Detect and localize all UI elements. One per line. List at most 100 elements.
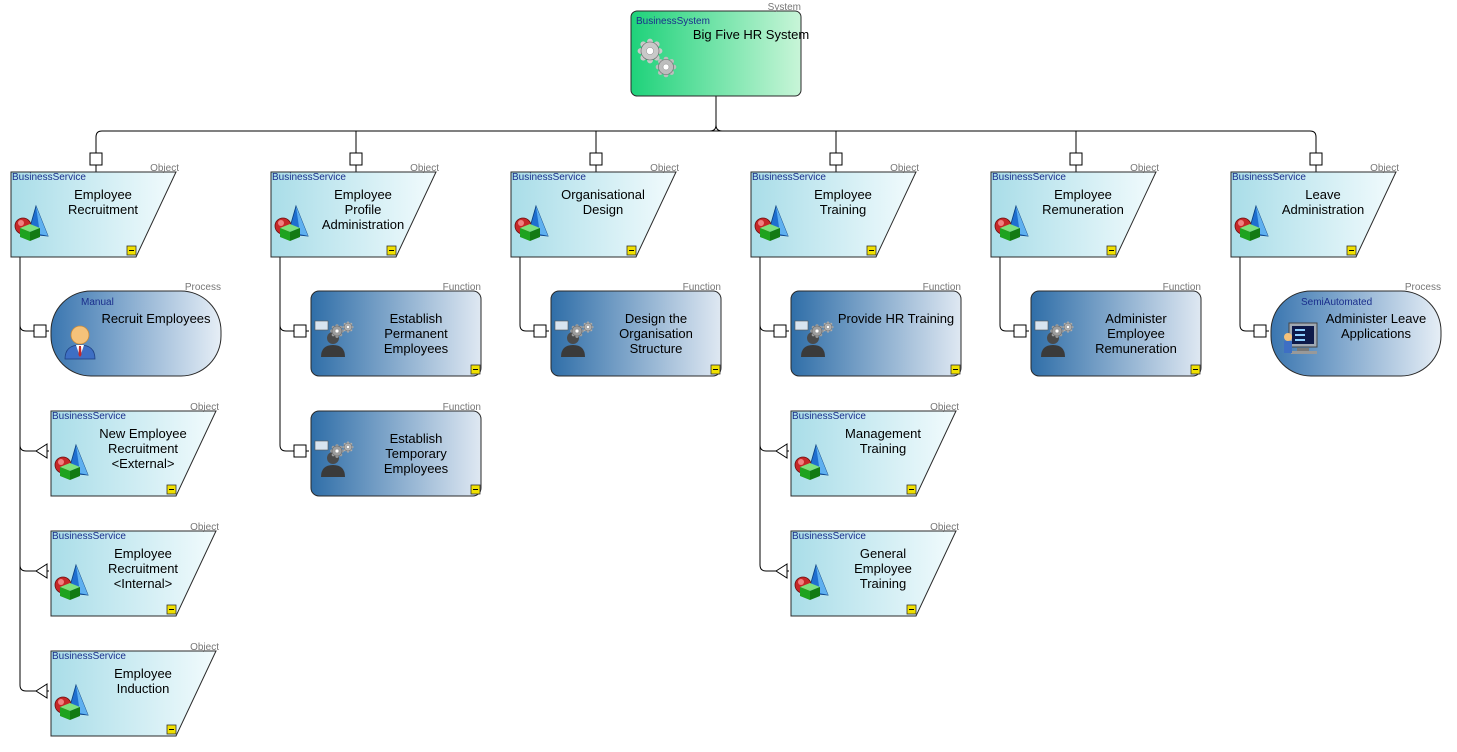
node-name-line: Establish bbox=[390, 311, 443, 326]
node-stereotype: BusinessService bbox=[272, 172, 346, 183]
node-name-line: Administration bbox=[322, 217, 404, 232]
node-name-line: Recruit Employees bbox=[101, 311, 211, 326]
collapse-marker bbox=[386, 245, 397, 256]
node-name-line: Leave bbox=[1305, 187, 1340, 202]
link-triangle bbox=[775, 563, 788, 579]
trunk-line bbox=[709, 124, 717, 132]
computer-icon bbox=[1284, 322, 1318, 354]
node-type: Object bbox=[890, 163, 919, 174]
node-name-line: Recruitment bbox=[108, 441, 178, 456]
node-name-line: Design bbox=[583, 202, 623, 217]
node-name-line: <Internal> bbox=[114, 576, 173, 591]
branch-line bbox=[1239, 324, 1269, 332]
link-square bbox=[773, 324, 787, 338]
node-name-line: Employee bbox=[1107, 326, 1165, 341]
service-node-employee-recruitment-internal: BusinessServiceObjectEmployeeRecruitment… bbox=[50, 522, 219, 617]
collapse-marker bbox=[166, 484, 177, 495]
branch-line bbox=[19, 684, 49, 692]
collapse-marker bbox=[906, 484, 917, 495]
business-service-icon bbox=[794, 563, 829, 600]
service-node-employee-profile-administration: BusinessServiceObjectEmployeeProfileAdmi… bbox=[270, 163, 439, 258]
node-name-line: Structure bbox=[630, 341, 683, 356]
node-name-line: Recruitment bbox=[68, 202, 138, 217]
node-name-line: Organisation bbox=[619, 326, 693, 341]
node-name-line: General bbox=[860, 546, 906, 561]
node-shape bbox=[790, 410, 957, 497]
node-name-line: Employee bbox=[814, 187, 872, 202]
collapse-marker bbox=[950, 364, 961, 375]
node-stereotype: BusinessService bbox=[992, 172, 1066, 183]
node-type: Object bbox=[190, 402, 219, 413]
node-name-line: Provide HR Training bbox=[838, 311, 954, 326]
business-service-icon bbox=[994, 204, 1029, 241]
node-type: System bbox=[768, 2, 801, 13]
node-name-line: Organisational bbox=[561, 187, 645, 202]
node-type: Function bbox=[1163, 282, 1201, 293]
business-service-icon bbox=[14, 204, 49, 241]
collapse-marker bbox=[1190, 364, 1201, 375]
collapse-marker bbox=[166, 724, 177, 735]
node-stereotype: BusinessService bbox=[52, 411, 126, 422]
collapse-marker bbox=[626, 245, 637, 256]
node-shape bbox=[50, 650, 217, 737]
gears-icon bbox=[637, 38, 677, 78]
node-shape bbox=[310, 410, 482, 497]
node-type: Object bbox=[650, 163, 679, 174]
node-name-line: Permanent bbox=[384, 326, 448, 341]
node-name-line: New Employee bbox=[99, 426, 186, 441]
business-service-icon bbox=[54, 563, 89, 600]
node-shape bbox=[1270, 290, 1442, 377]
node-type: Object bbox=[1130, 163, 1159, 174]
business-service-icon bbox=[54, 443, 89, 480]
node-name-line: Employee bbox=[114, 666, 172, 681]
function-gears-icon bbox=[314, 320, 354, 357]
link-square bbox=[533, 324, 547, 338]
node-type: Object bbox=[1370, 163, 1399, 174]
node-name-line: Employee bbox=[1054, 187, 1112, 202]
collapse-marker bbox=[906, 604, 917, 615]
function-gears-icon bbox=[1034, 320, 1074, 357]
node-shape bbox=[510, 171, 677, 258]
node-shape bbox=[630, 10, 802, 97]
node-name-line: Induction bbox=[117, 681, 170, 696]
bus-line bbox=[95, 130, 1317, 138]
collapse-marker bbox=[1106, 245, 1117, 256]
node-shape bbox=[1030, 290, 1202, 377]
link-square bbox=[293, 324, 307, 338]
node-name-line: Profile bbox=[345, 202, 382, 217]
node-stereotype: Manual bbox=[81, 297, 114, 308]
branch-line bbox=[999, 324, 1029, 332]
node-shape bbox=[310, 290, 482, 377]
link-square bbox=[33, 324, 47, 338]
node-name-line: Big Five HR System bbox=[693, 27, 809, 42]
branch-line bbox=[279, 444, 309, 452]
node-name-line: Training bbox=[820, 202, 866, 217]
branch-line bbox=[759, 564, 789, 572]
link-square bbox=[293, 444, 307, 458]
node-stereotype: BusinessService bbox=[752, 172, 826, 183]
node-type: Object bbox=[190, 522, 219, 533]
service-node-organisational-design: BusinessServiceObjectOrganisationalDesig… bbox=[510, 163, 679, 258]
function-gears-icon bbox=[554, 320, 594, 357]
node-type: Function bbox=[443, 282, 481, 293]
node-name-line: Employees bbox=[384, 341, 449, 356]
node-name-line: Recruitment bbox=[108, 561, 178, 576]
link-square bbox=[829, 152, 843, 166]
node-name-line: Training bbox=[860, 576, 906, 591]
link-square bbox=[1253, 324, 1267, 338]
node-name-line: Administer Leave bbox=[1326, 311, 1426, 326]
node-name-line: Employees bbox=[384, 461, 449, 476]
node-name-line: Remuneration bbox=[1095, 341, 1177, 356]
node-name-line: Applications bbox=[1341, 326, 1412, 341]
node-type: Process bbox=[1405, 282, 1441, 293]
connectors bbox=[19, 96, 1323, 699]
